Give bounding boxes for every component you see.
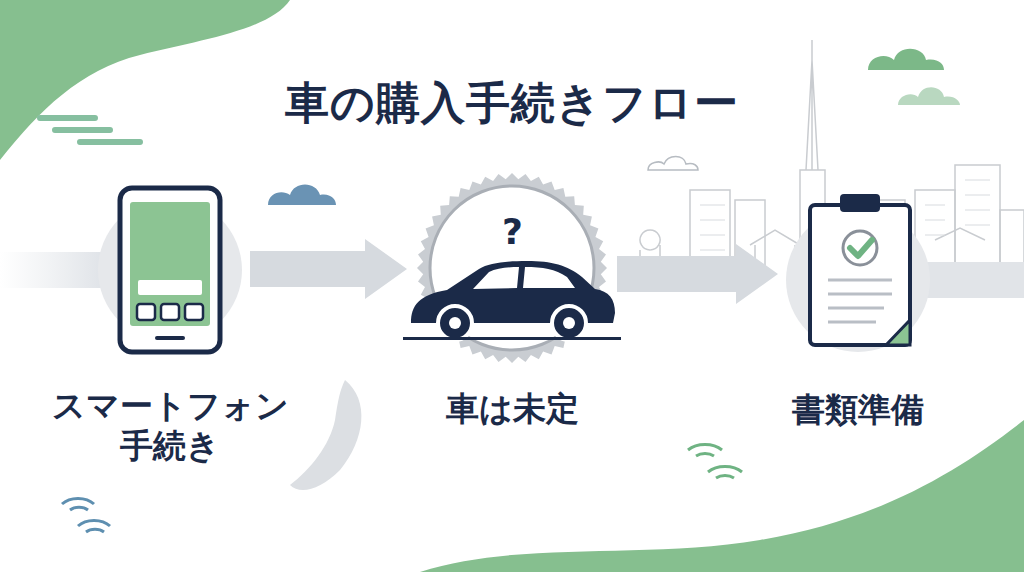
flow-step: 書類準備 <box>788 210 928 350</box>
step-icon <box>788 210 928 350</box>
step-label: スマートフォン 手続き <box>39 386 301 467</box>
question-mark: ? <box>502 214 523 250</box>
step-icon <box>100 200 240 340</box>
step-label: 書類準備 <box>748 390 968 430</box>
flow-arrow <box>617 244 778 304</box>
flow-step: 車は未定 <box>417 173 607 363</box>
flow-step: スマートフォン 手続き <box>100 200 240 340</box>
step-label: 車は未定 <box>402 389 622 429</box>
diagram-title: 車の購入手続きフロー <box>0 74 1024 133</box>
step-icon <box>417 173 607 363</box>
flow-arrow <box>250 239 407 299</box>
